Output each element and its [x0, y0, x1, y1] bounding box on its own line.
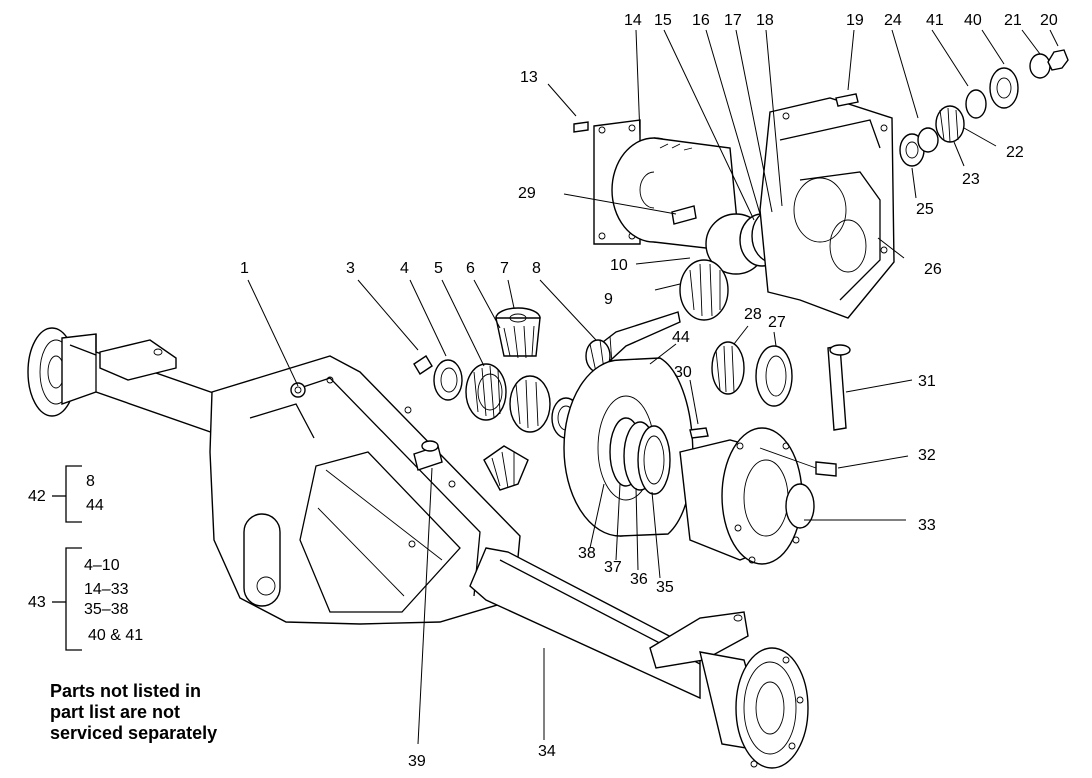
callout-8: 8: [532, 260, 541, 277]
callout-1: 1: [240, 260, 249, 277]
callout-36: 36: [630, 571, 648, 588]
callout-numbers: 1 3 4 5 6 7 8 9 10 13 14 15 16 17 18 19 …: [240, 12, 1058, 770]
callout-34: 34: [538, 743, 556, 760]
group-43-item: 35–38: [84, 601, 129, 618]
group-42: 42 8 44: [28, 465, 104, 523]
callout-33: 33: [918, 517, 936, 534]
note-line: part list are not: [50, 702, 180, 722]
leader-lines: [247, 29, 1059, 745]
callout-21: 21: [1004, 12, 1022, 29]
callout-31: 31: [918, 373, 936, 390]
callout-24: 24: [884, 12, 902, 29]
service-note: Parts not listed in part list are not se…: [50, 681, 217, 743]
callout-19: 19: [846, 12, 864, 29]
axle-housing: [27, 327, 809, 769]
differential-parts: [413, 307, 851, 565]
callout-30: 30: [674, 364, 692, 381]
callout-20: 20: [1040, 12, 1058, 29]
group-43-label: 43: [28, 594, 46, 611]
callout-22: 22: [1006, 144, 1024, 161]
callout-13: 13: [520, 69, 538, 86]
callout-7: 7: [500, 260, 509, 277]
callout-10: 10: [610, 257, 628, 274]
callout-28: 28: [744, 306, 762, 323]
callout-17: 17: [724, 12, 742, 29]
callout-32: 32: [918, 447, 936, 464]
group-43-item: 40 & 41: [88, 627, 143, 644]
callout-4: 4: [400, 260, 409, 277]
group-42-item: 8: [86, 473, 95, 490]
callout-37: 37: [604, 559, 622, 576]
callout-6: 6: [466, 260, 475, 277]
callout-44: 44: [672, 329, 690, 346]
group-43-item: 4–10: [84, 557, 120, 574]
note-line: Parts not listed in: [50, 681, 201, 701]
note-line: serviced separately: [50, 723, 217, 743]
callout-14: 14: [624, 12, 642, 29]
callout-29: 29: [518, 185, 536, 202]
callout-26: 26: [924, 261, 942, 278]
callout-27: 27: [768, 314, 786, 331]
callout-3: 3: [346, 260, 355, 277]
callout-35: 35: [656, 579, 674, 596]
callout-18: 18: [756, 12, 774, 29]
group-42-item: 44: [86, 497, 104, 514]
group-43: 43 4–10 14–33 35–38 40 & 41: [28, 547, 143, 651]
callout-16: 16: [692, 12, 710, 29]
callout-5: 5: [434, 260, 443, 277]
gear-housing: [573, 49, 1069, 321]
callout-25: 25: [916, 201, 934, 218]
callout-40: 40: [964, 12, 982, 29]
group-42-label: 42: [28, 488, 46, 505]
group-43-item: 14–33: [84, 581, 129, 598]
callout-38: 38: [578, 545, 596, 562]
callout-15: 15: [654, 12, 672, 29]
callout-9: 9: [604, 291, 613, 308]
callout-41: 41: [926, 12, 944, 29]
callout-23: 23: [962, 171, 980, 188]
callout-39: 39: [408, 753, 426, 770]
